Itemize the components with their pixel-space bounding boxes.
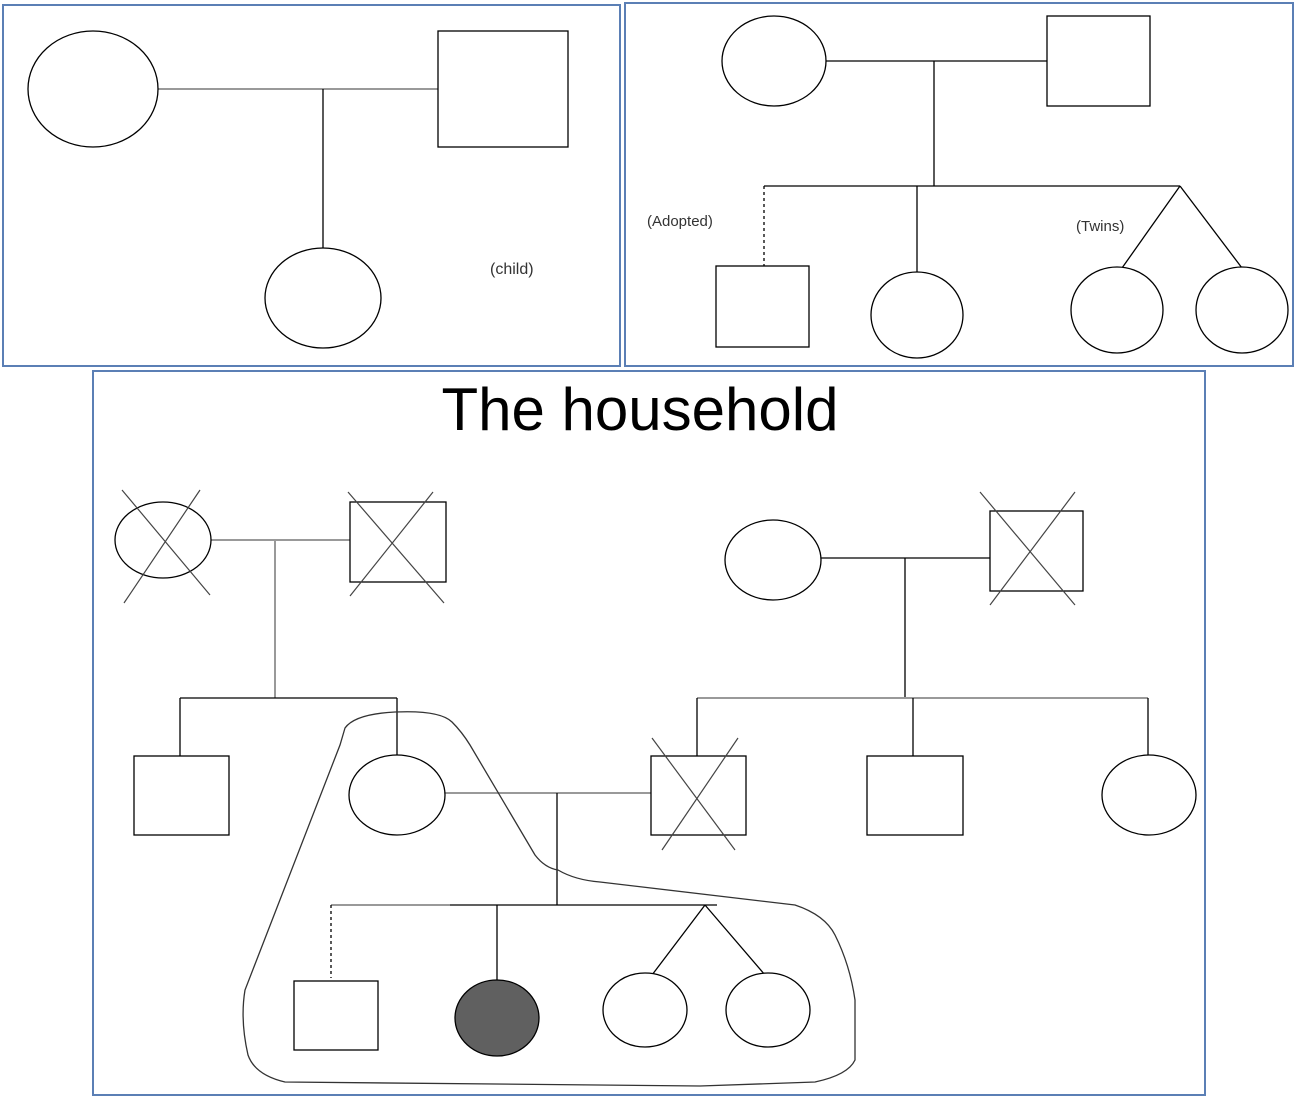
male-symbol <box>437 30 569 148</box>
twin-line <box>1121 185 1181 269</box>
panel-border <box>2 4 621 367</box>
panel-household: The household <box>92 370 1206 1096</box>
deceased-mark <box>989 491 1076 606</box>
panel-basic-family: (child) <box>2 4 621 367</box>
female-symbol <box>1101 754 1197 836</box>
adopted-male-symbol <box>715 265 810 348</box>
twin-line <box>651 904 706 976</box>
male-symbol <box>866 755 964 836</box>
female-child-symbol <box>870 271 964 359</box>
household-boundary <box>242 711 856 1087</box>
deceased-male-symbol <box>989 510 1084 592</box>
deceased-female-symbol <box>114 501 212 579</box>
twin-female-symbol <box>1070 266 1164 354</box>
household-title: The household <box>442 376 839 443</box>
adopted-male-symbol <box>293 980 379 1051</box>
deceased-mark <box>123 489 201 604</box>
female-symbol <box>724 519 822 601</box>
twin-female-symbol <box>602 972 688 1048</box>
deceased-mark <box>651 737 736 851</box>
mother-symbol <box>348 754 446 836</box>
deceased-mark <box>121 489 211 596</box>
female-symbol <box>27 30 159 148</box>
affected-female-symbol <box>454 979 540 1057</box>
panel-border <box>92 370 1206 1096</box>
twins-label: (Twins) <box>1076 218 1124 235</box>
male-symbol <box>1046 15 1151 107</box>
female-child-symbol <box>264 247 382 349</box>
twin-line <box>1179 185 1243 269</box>
twin-line <box>704 904 766 976</box>
deceased-mark <box>661 737 739 851</box>
adopted-label: (Adopted) <box>647 213 713 230</box>
deceased-male-symbol <box>349 501 447 583</box>
deceased-mark <box>979 491 1076 606</box>
panel-adopted-twins: (Adopted) (Twins) <box>624 2 1294 367</box>
panel-border <box>624 2 1294 367</box>
male-symbol <box>133 755 230 836</box>
twin-female-symbol <box>725 972 811 1048</box>
child-label: (child) <box>490 261 534 278</box>
deceased-mark <box>349 491 434 597</box>
deceased-mark <box>347 491 445 604</box>
twin-female-symbol <box>1195 266 1289 354</box>
female-symbol <box>721 15 827 107</box>
